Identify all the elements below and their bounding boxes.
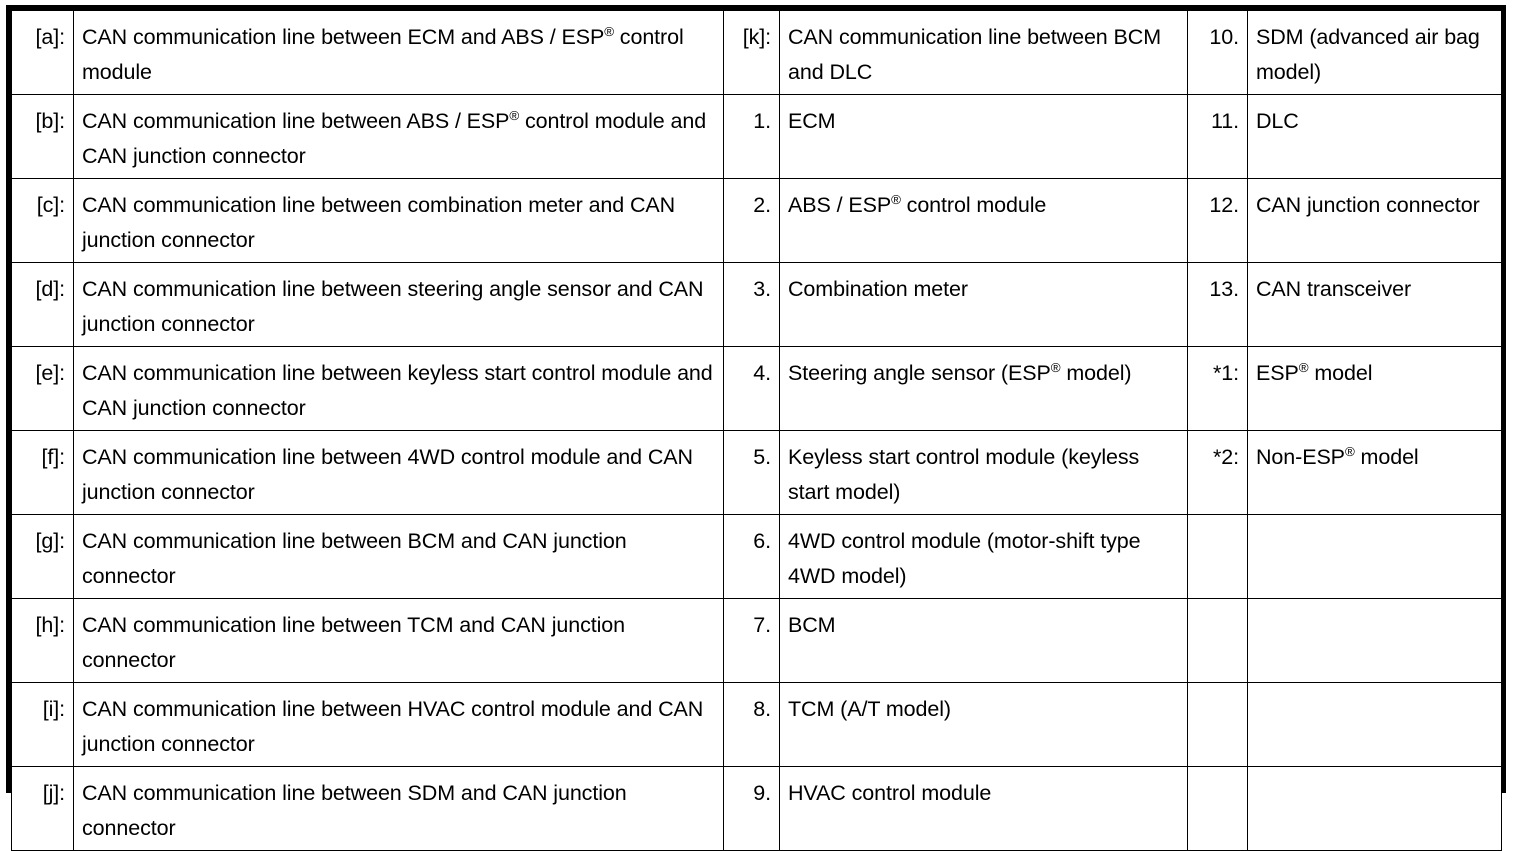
part-description-cell: BCM — [779, 598, 1188, 683]
table-row: [f]:CAN communication line between 4WD c… — [11, 430, 1502, 515]
line-key-cell: [d]: — [11, 262, 74, 347]
note-description-cell — [1247, 514, 1502, 599]
note-description-cell: ESP® model — [1247, 346, 1502, 431]
registered-trademark-icon: ® — [1050, 359, 1061, 375]
note-description-cell: Non-ESP® model — [1247, 430, 1502, 515]
table-row: [b]:CAN communication line between ABS /… — [11, 94, 1502, 179]
part-key-cell: 7. — [723, 598, 780, 683]
table-row: [i]:CAN communication line between HVAC … — [11, 682, 1502, 767]
note-key-cell — [1187, 598, 1248, 683]
line-key-cell: [a]: — [11, 10, 74, 95]
part-key-cell: 2. — [723, 178, 780, 263]
line-description-cell: CAN communication line between SDM and C… — [73, 766, 724, 851]
line-description-cell: CAN communication line between steering … — [73, 262, 724, 347]
line-description-cell: CAN communication line between BCM and C… — [73, 514, 724, 599]
table-row: [d]:CAN communication line between steer… — [11, 262, 1502, 347]
part-key-cell: 9. — [723, 766, 780, 851]
note-key-cell: 11. — [1187, 94, 1248, 179]
line-key-cell: [g]: — [11, 514, 74, 599]
part-key-cell: 6. — [723, 514, 780, 599]
part-description-cell: HVAC control module — [779, 766, 1188, 851]
line-key-cell: [e]: — [11, 346, 74, 431]
line-description-cell: CAN communication line between HVAC cont… — [73, 682, 724, 767]
note-key-cell: *1: — [1187, 346, 1248, 431]
registered-trademark-icon: ® — [891, 191, 901, 207]
line-key-cell: [c]: — [11, 178, 74, 263]
registered-trademark-icon: ® — [509, 107, 520, 123]
note-description-cell: DLC — [1247, 94, 1502, 179]
line-key-cell: [j]: — [11, 766, 74, 851]
line-key-cell: [i]: — [11, 682, 74, 767]
note-description-cell: CAN junction connector — [1247, 178, 1502, 263]
registered-trademark-icon: ® — [1298, 359, 1309, 375]
part-key-cell: 1. — [723, 94, 780, 179]
line-key-cell: [f]: — [11, 430, 74, 515]
part-description-cell: 4WD control module (motor-shift type 4WD… — [779, 514, 1188, 599]
legend-table-body: [a]:CAN communication line between ECM a… — [11, 10, 1502, 851]
table-row: [j]:CAN communication line between SDM a… — [11, 766, 1502, 851]
part-key-cell: 3. — [723, 262, 780, 347]
table-row: [e]:CAN communication line between keyle… — [11, 346, 1502, 431]
part-description-cell: Keyless start control module (keyless st… — [779, 430, 1188, 515]
note-key-cell: 10. — [1187, 10, 1248, 95]
note-description-cell — [1247, 682, 1502, 767]
table-row: [c]:CAN communication line between combi… — [11, 178, 1502, 263]
registered-trademark-icon: ® — [1344, 443, 1355, 459]
part-key-cell: 8. — [723, 682, 780, 767]
note-description-cell: SDM (advanced air bag model) — [1247, 10, 1502, 95]
part-description-cell: TCM (A/T model) — [779, 682, 1188, 767]
part-key-cell: 4. — [723, 346, 780, 431]
note-key-cell — [1187, 682, 1248, 767]
line-description-cell: CAN communication line between ECM and A… — [73, 10, 724, 95]
table-row: [g]:CAN communication line between BCM a… — [11, 514, 1502, 599]
line-description-cell: CAN communication line between combinati… — [73, 178, 724, 263]
line-description-cell: CAN communication line between 4WD contr… — [73, 430, 724, 515]
part-key-cell: 5. — [723, 430, 780, 515]
note-key-cell — [1187, 514, 1248, 599]
part-description-cell: CAN communication line between BCM and D… — [779, 10, 1188, 95]
note-description-cell: CAN transceiver — [1247, 262, 1502, 347]
part-description-cell: ABS / ESP® control module — [779, 178, 1188, 263]
note-description-cell — [1247, 598, 1502, 683]
part-description-cell: ECM — [779, 94, 1188, 179]
note-key-cell: 13. — [1187, 262, 1248, 347]
table-row: [h]:CAN communication line between TCM a… — [11, 598, 1502, 683]
note-key-cell — [1187, 766, 1248, 851]
note-description-cell — [1247, 766, 1502, 851]
part-key-cell: [k]: — [723, 10, 780, 95]
registered-trademark-icon: ® — [604, 23, 614, 39]
line-description-cell: CAN communication line between keyless s… — [73, 346, 724, 431]
legend-table-container: [a]:CAN communication line between ECM a… — [6, 5, 1506, 851]
note-key-cell: 12. — [1187, 178, 1248, 263]
part-description-cell: Combination meter — [779, 262, 1188, 347]
line-description-cell: CAN communication line between ABS / ESP… — [73, 94, 724, 179]
can-legend-table: [a]:CAN communication line between ECM a… — [11, 10, 1502, 851]
note-key-cell: *2: — [1187, 430, 1248, 515]
line-key-cell: [h]: — [11, 598, 74, 683]
line-description-cell: CAN communication line between TCM and C… — [73, 598, 724, 683]
line-key-cell: [b]: — [11, 94, 74, 179]
table-row: [a]:CAN communication line between ECM a… — [11, 10, 1502, 95]
part-description-cell: Steering angle sensor (ESP® model) — [779, 346, 1188, 431]
